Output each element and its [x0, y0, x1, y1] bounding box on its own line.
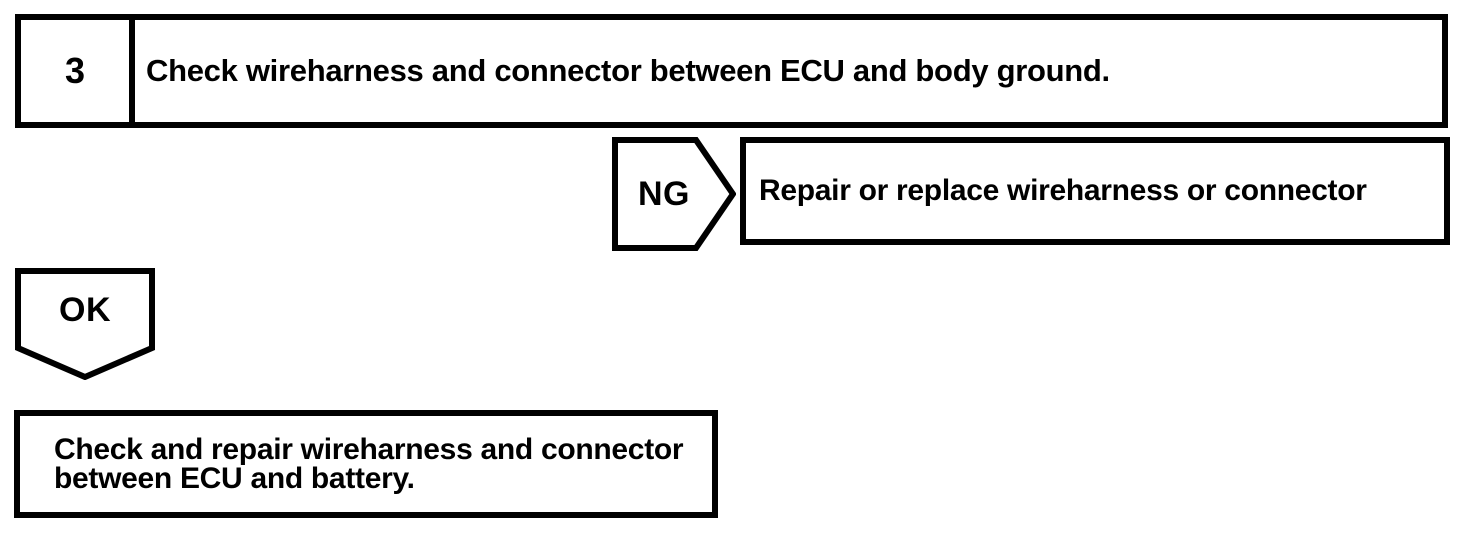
step-number: 3: [21, 20, 135, 122]
step-instruction: Check wireharness and connector between …: [146, 53, 1110, 88]
pentagon-right-icon: [612, 137, 736, 251]
ng-label: NG: [638, 174, 690, 213]
ok-connector: OK: [15, 268, 155, 380]
pentagon-down-icon: [15, 268, 155, 380]
ok-result-line1: Check and repair wireharness and connect…: [54, 433, 684, 466]
ng-connector: NG: [612, 137, 736, 251]
ng-result-text: Repair or replace wireharness or connect…: [759, 174, 1367, 207]
ok-result-line2: between ECU and battery.: [54, 462, 415, 495]
step-box: 3 Check wireharness and connector betwee…: [15, 14, 1448, 128]
ng-result-box: Repair or replace wireharness or connect…: [740, 137, 1450, 245]
ok-result-box: Check and repair wireharness and connect…: [14, 410, 718, 518]
ok-label: OK: [59, 290, 111, 329]
